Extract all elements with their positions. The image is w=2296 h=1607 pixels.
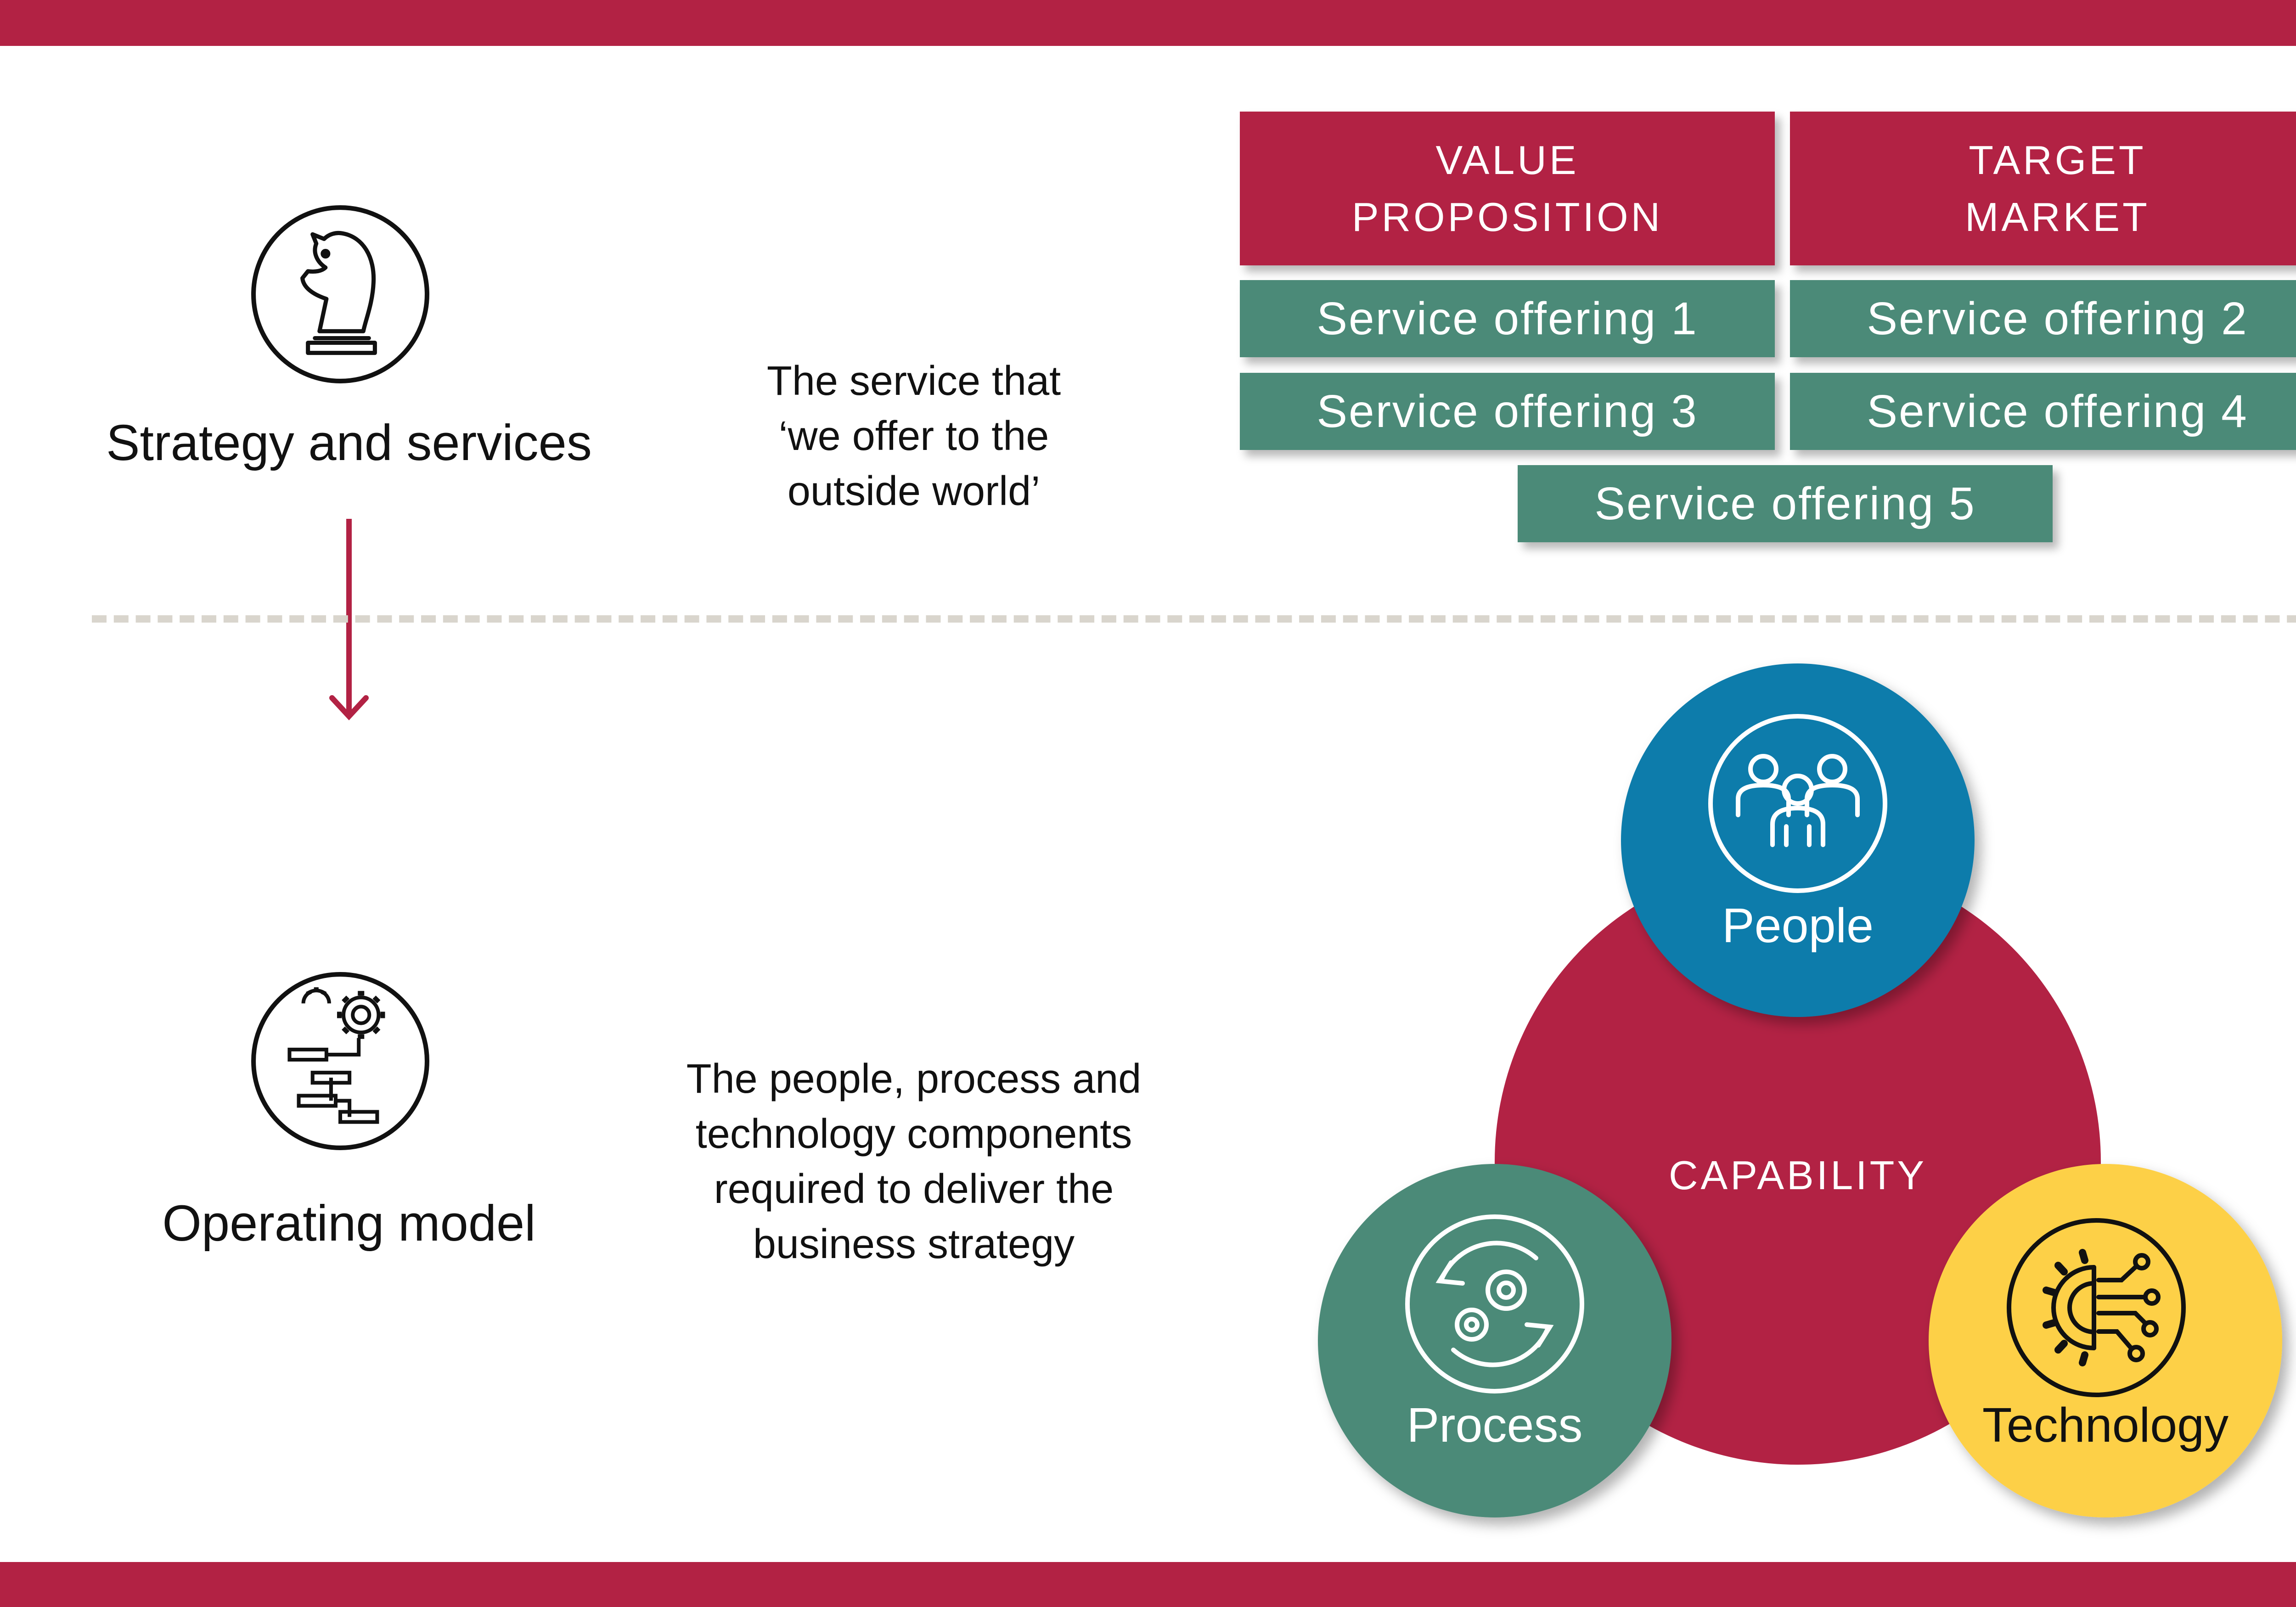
process-node xyxy=(1318,1164,1671,1517)
value-proposition-line: PROPOSITION xyxy=(1351,194,1663,240)
operating-description-line: required to deliver the xyxy=(714,1166,1114,1212)
top-band xyxy=(0,0,2296,46)
operating-model-label: Operating model xyxy=(162,1195,536,1252)
operating-description-line: technology components xyxy=(695,1111,1132,1157)
strategy-description-line: The service that xyxy=(766,358,1061,404)
capability-diagram: CAPABILITY People Process xyxy=(1318,663,2282,1517)
target-market-line: TARGET xyxy=(1969,137,2146,183)
target-market-box: TARGET MARKET xyxy=(1790,112,2296,265)
value-proposition-box: VALUE PROPOSITION xyxy=(1240,112,1775,265)
people-group-icon xyxy=(1708,714,1887,893)
service-offering-box: Service offering 3 xyxy=(1240,373,1775,450)
strategy-description: The service that ‘we offer to the outsid… xyxy=(615,354,1212,519)
strategy-description-line: ‘we offer to the xyxy=(778,413,1049,459)
operating-description-line: business strategy xyxy=(753,1221,1075,1267)
gears-flowchart-icon xyxy=(251,972,429,1150)
value-proposition-line: VALUE xyxy=(1435,137,1579,183)
people-node xyxy=(1621,663,1975,1017)
service-offering-box: Service offering 1 xyxy=(1240,280,1775,357)
operating-description-line: The people, process and xyxy=(686,1056,1142,1102)
strategy-label: Strategy and services xyxy=(106,415,592,471)
chess-knight-icon xyxy=(251,205,429,383)
process-label: Process xyxy=(1407,1398,1583,1452)
service-offering-box: Service offering 2 xyxy=(1790,280,2296,357)
target-market-line: MARKET xyxy=(1965,194,2150,240)
technology-label: Technology xyxy=(1982,1398,2228,1452)
service-offering-box: Service offering 5 xyxy=(1518,465,2053,542)
section-divider xyxy=(92,615,2296,623)
strategy-description-line: outside world’ xyxy=(787,468,1041,514)
people-label: People xyxy=(1722,899,1874,953)
technology-node xyxy=(1929,1164,2282,1517)
capability-label: CAPABILITY xyxy=(1669,1152,1927,1198)
service-offering-box: Service offering 4 xyxy=(1790,373,2296,450)
tech-circuit-gear-icon xyxy=(2007,1218,2186,1397)
process-cycle-gears-icon xyxy=(1405,1214,1584,1393)
bottom-band xyxy=(0,1562,2296,1607)
operating-description: The people, process and technology compo… xyxy=(615,1051,1212,1272)
